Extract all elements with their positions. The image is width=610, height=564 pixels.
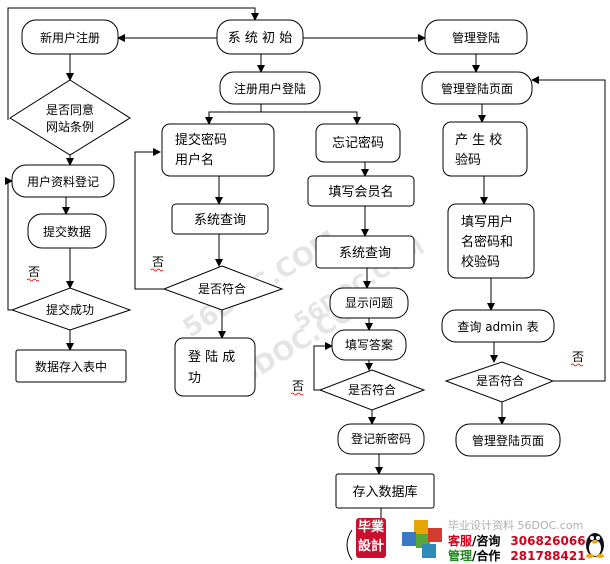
- node-label: 提交成功: [46, 302, 94, 317]
- site-name: 毕业设计资料 56DOC.com: [448, 519, 584, 532]
- node-label: 校验码: [461, 254, 500, 270]
- node-system-query: 系统查询: [171, 203, 269, 235]
- node-label: 是否符合: [348, 382, 396, 397]
- edges: [5, 7, 606, 527]
- node-forgot-password: 忘记密码: [315, 123, 401, 163]
- node-store-to-table: 数据存入表中: [15, 349, 127, 383]
- no-label: 否: [292, 379, 304, 393]
- admin-number: 281788421: [510, 549, 586, 563]
- node-label: 填写会员名: [328, 184, 393, 200]
- node-label: 查询 admin 表: [457, 320, 538, 334]
- logo-text: 設計: [357, 539, 384, 554]
- service-sep: /咨询: [472, 534, 501, 548]
- node-label: 用户资料登记: [27, 174, 99, 189]
- logo: 毕業 設計: [356, 518, 386, 558]
- footer-banner: 毕業 設計 毕业设计资料 56DOC.com 客服/咨询 306826066 管理…: [340, 516, 610, 563]
- node-label: 是否符合: [198, 281, 246, 296]
- node-label: 验码: [455, 152, 481, 168]
- node-new-user-register: 新用户注册: [21, 19, 119, 55]
- node-label: 是否同意: [46, 102, 94, 117]
- node-registered-user-login: 注册用户登陆: [219, 71, 321, 105]
- admin-label: 管理: [448, 549, 473, 563]
- logo-text: 毕業: [357, 520, 384, 535]
- node-query-admin-table: 查询 admin 表: [441, 309, 555, 343]
- node-label: 新用户注册: [40, 30, 100, 45]
- node-label: 忘记密码: [332, 135, 384, 151]
- node-agree-terms-decision: 是否同意 网站条例: [9, 79, 131, 156]
- node-submit-success-decision: 提交成功: [10, 287, 132, 331]
- node-label: 网站条例: [46, 120, 94, 134]
- service-number: 306826066: [510, 534, 586, 548]
- no-label: 否: [152, 255, 164, 269]
- node-label: 存入数据库: [352, 484, 417, 500]
- node-admin-login-page: 管理登陆页面: [421, 71, 533, 105]
- node-system-query: 系统查询: [315, 235, 415, 269]
- node-label: 管理登陆页面: [441, 81, 513, 96]
- node-label: 用户名: [175, 152, 214, 168]
- service-label: 客服: [448, 534, 473, 548]
- node-label: 登 陆 成: [188, 349, 235, 365]
- node-fill-credentials-code: 填写用户 名密码和 校验码: [447, 203, 535, 279]
- no-label: 否: [28, 265, 40, 279]
- node-login-success: 登 陆 成 功: [174, 337, 256, 397]
- node-system-init: 系 统 初 始: [216, 19, 304, 55]
- node-partial-terminal: [346, 529, 353, 561]
- node-register-new-password: 登记新密码: [337, 423, 425, 455]
- node-label: 功: [188, 371, 201, 386]
- node-admin-login-page: 管理登陆页面: [455, 423, 561, 457]
- node-label: 是否符合: [476, 373, 524, 388]
- node-label: 数据存入表中: [35, 359, 107, 374]
- admin-contact: 管理/合作 281788421: [448, 547, 586, 564]
- node-match-decision: 是否符合: [318, 369, 426, 411]
- node-label: 提交密码: [175, 132, 227, 148]
- service-contact: 客服/咨询 306826066: [448, 532, 586, 549]
- node-label: 系 统 初 始: [228, 31, 292, 46]
- node-match-decision: 是否符合: [444, 361, 555, 403]
- edge-labels: 否 否 否 否: [26, 255, 584, 396]
- node-label: 管理登陆页面: [472, 433, 544, 448]
- node-label: 产 生 校: [455, 132, 502, 148]
- node-generate-code: 产 生 校 验码: [442, 121, 528, 177]
- node-submit-data: 提交数据: [27, 213, 107, 249]
- node-label: 系统查询: [194, 213, 246, 228]
- node-label: 系统查询: [339, 246, 391, 261]
- node-match-decision: 是否符合: [162, 265, 284, 311]
- node-label: 显示问题: [345, 296, 393, 310]
- cubes-icon: [402, 520, 442, 558]
- node-admin-login: 管理登陆: [424, 19, 528, 55]
- admin-sep: /合作: [472, 549, 501, 563]
- penguin-icon: [586, 533, 604, 558]
- node-label: 名密码和: [461, 234, 513, 250]
- node-label: 填写答案: [345, 337, 393, 352]
- node-label: 注册用户登陆: [234, 81, 306, 96]
- nodes: 系 统 初 始 新用户注册 管理登陆 是否同意 网站条例 注册用户登陆 管理登陆…: [9, 19, 561, 561]
- node-show-question: 显示问题: [329, 287, 409, 319]
- node-label: 填写用户: [461, 214, 513, 230]
- node-fill-answer: 填写答案: [331, 329, 407, 361]
- node-label: 提交数据: [43, 224, 91, 239]
- node-store-to-database: 存入数据库: [335, 473, 435, 509]
- node-user-info-register: 用户资料登记: [11, 164, 115, 198]
- node-fill-member-name: 填写会员名: [307, 175, 415, 207]
- node-submit-password-username: 提交密码 用户名: [161, 123, 275, 177]
- node-label: 登记新密码: [351, 431, 411, 446]
- no-label: 否: [572, 350, 584, 364]
- node-label: 管理登陆: [452, 30, 500, 45]
